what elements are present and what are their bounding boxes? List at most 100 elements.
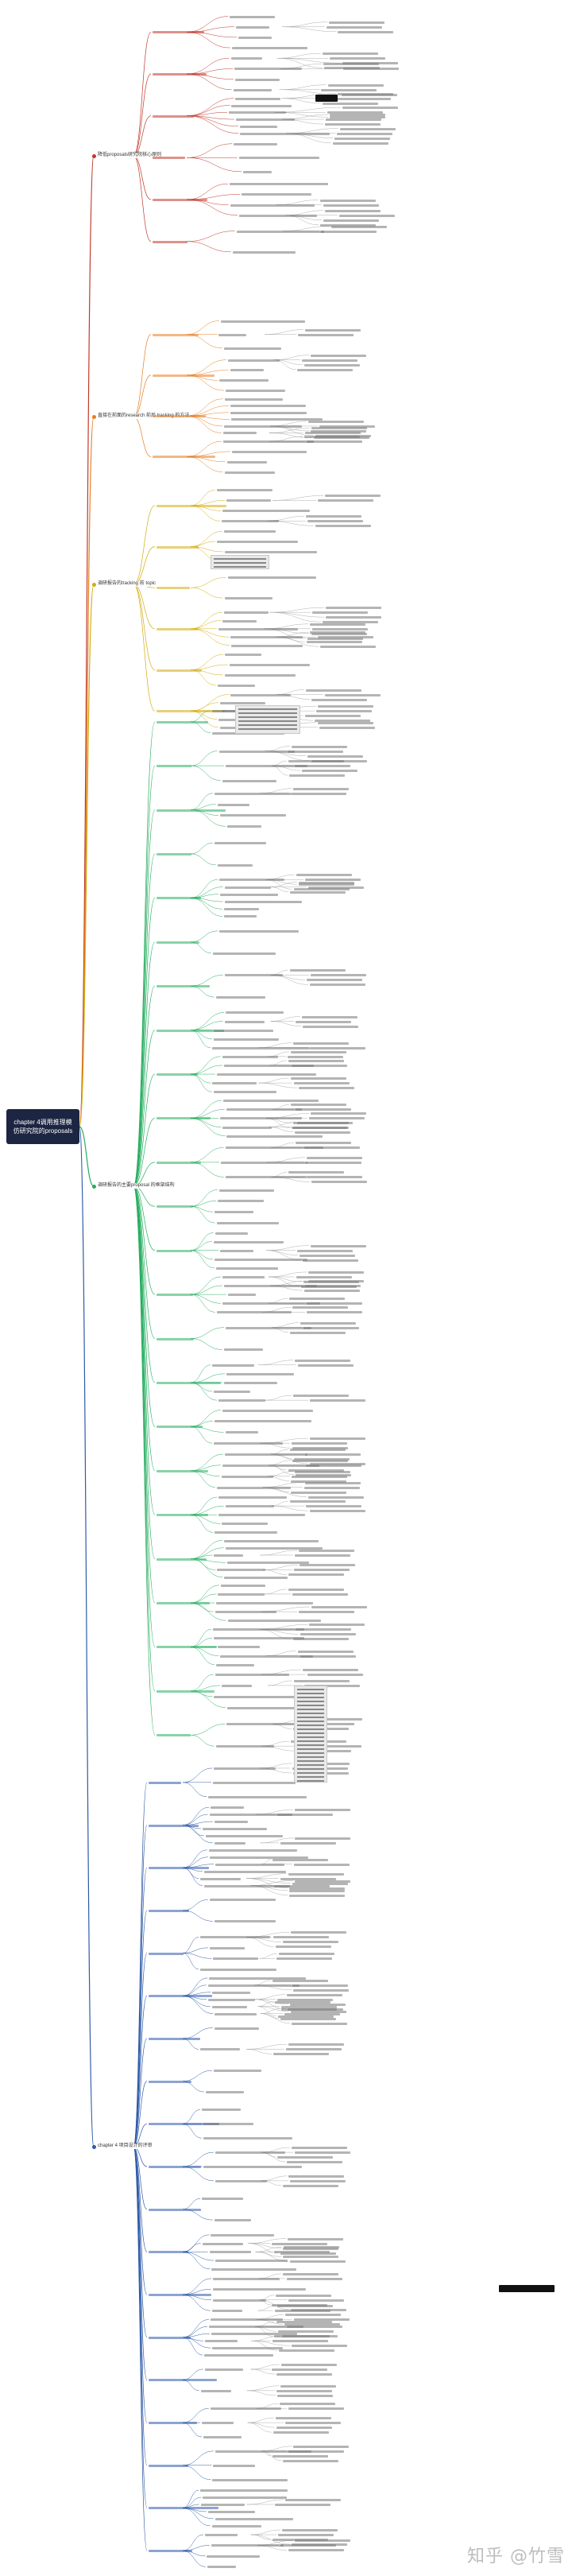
leaf-node[interactable] xyxy=(211,2233,275,2237)
subtopic-node[interactable] xyxy=(157,1161,201,1164)
leaf-node[interactable] xyxy=(285,2314,342,2317)
leaf-node[interactable] xyxy=(226,1011,284,1014)
leaf-node[interactable] xyxy=(203,2137,292,2140)
leaf-node[interactable] xyxy=(282,1941,338,1944)
leaf-node[interactable] xyxy=(203,2166,303,2168)
leaf-node[interactable] xyxy=(213,1038,279,1041)
leaf-node[interactable] xyxy=(214,1767,276,1770)
leaf-node[interactable] xyxy=(211,1806,244,1810)
subtopic-node[interactable] xyxy=(157,1602,211,1605)
leaf-node[interactable] xyxy=(231,104,292,107)
leaf-node[interactable] xyxy=(207,2566,237,2569)
leaf-node[interactable] xyxy=(291,1050,346,1053)
leaf-node[interactable] xyxy=(222,1055,279,1058)
leaf-node[interactable] xyxy=(277,2156,334,2159)
leaf-node[interactable] xyxy=(216,1602,313,1605)
leaf-node[interactable] xyxy=(308,420,365,423)
subtopic-node[interactable] xyxy=(149,1909,189,1912)
leaf-node[interactable] xyxy=(312,611,369,615)
leaf-node[interactable] xyxy=(273,2053,330,2056)
leaf-node[interactable] xyxy=(209,1946,245,1949)
leaf-node[interactable] xyxy=(276,2389,333,2392)
leaf-node[interactable] xyxy=(214,1821,248,1824)
subtopic-node[interactable] xyxy=(157,1469,209,1472)
leaf-node[interactable] xyxy=(203,2436,242,2438)
leaf-node[interactable] xyxy=(233,88,272,91)
leaf-node[interactable] xyxy=(214,2179,267,2182)
leaf-node[interactable] xyxy=(288,750,344,753)
leaf-node[interactable] xyxy=(203,2496,287,2500)
leaf-node[interactable] xyxy=(289,1894,346,1897)
subtopic-node[interactable] xyxy=(149,2166,201,2168)
leaf-node[interactable] xyxy=(307,1156,363,1159)
leaf-node[interactable] xyxy=(224,673,296,677)
leaf-node[interactable] xyxy=(305,689,361,692)
leaf-node[interactable] xyxy=(221,520,280,523)
leaf-node[interactable] xyxy=(214,2450,311,2453)
leaf-node[interactable] xyxy=(287,2326,343,2329)
leaf-node[interactable] xyxy=(289,2179,346,2182)
leaf-node[interactable] xyxy=(337,132,393,135)
leaf-node[interactable] xyxy=(200,2048,241,2051)
leaf-node[interactable] xyxy=(300,1321,357,1325)
leaf-node[interactable] xyxy=(288,1468,344,1472)
leaf-node[interactable] xyxy=(288,1171,345,1174)
leaf-node[interactable] xyxy=(296,1275,352,1278)
subtopic-node[interactable] xyxy=(153,73,207,76)
leaf-node[interactable] xyxy=(215,996,265,999)
leaf-node[interactable] xyxy=(224,1576,288,1579)
leaf-node[interactable] xyxy=(223,1348,264,1352)
subtopic-node[interactable] xyxy=(157,1029,225,1032)
leaf-node[interactable] xyxy=(214,1637,304,1640)
subtopic-node[interactable] xyxy=(149,2294,211,2297)
leaf-node[interactable] xyxy=(292,745,347,748)
leaf-node[interactable] xyxy=(306,979,362,982)
leaf-node[interactable] xyxy=(293,1679,350,1682)
leaf-node[interactable] xyxy=(311,427,367,430)
leaf-node[interactable] xyxy=(330,116,386,119)
leaf-node[interactable] xyxy=(214,1232,248,1235)
leaf-node[interactable] xyxy=(222,432,257,435)
leaf-node[interactable] xyxy=(302,1259,358,1262)
leaf-node[interactable] xyxy=(209,1899,276,1902)
leaf-node[interactable] xyxy=(299,1611,355,1614)
leaf-node[interactable] xyxy=(214,1442,284,1445)
leaf-node[interactable] xyxy=(216,1073,316,1077)
leaf-node[interactable] xyxy=(283,2459,339,2462)
leaf-node[interactable] xyxy=(330,225,387,228)
leaf-node[interactable] xyxy=(280,2384,336,2388)
subtopic-node[interactable] xyxy=(157,852,192,855)
leaf-node[interactable] xyxy=(293,2318,350,2322)
leaf-node[interactable] xyxy=(214,2012,257,2015)
leaf-node[interactable] xyxy=(219,879,284,882)
leaf-node[interactable] xyxy=(302,359,358,362)
leaf-node[interactable] xyxy=(308,1280,365,1283)
leaf-node[interactable] xyxy=(230,204,315,207)
leaf-node[interactable] xyxy=(212,2347,283,2350)
leaf-node[interactable] xyxy=(294,1880,350,1883)
leaf-node[interactable] xyxy=(311,632,367,635)
leaf-node[interactable] xyxy=(225,1176,307,1179)
subtopic-node[interactable] xyxy=(149,1995,213,1998)
leaf-node[interactable] xyxy=(280,2252,337,2255)
leaf-node[interactable] xyxy=(222,1464,319,1467)
leaf-node[interactable] xyxy=(342,107,398,110)
leaf-node[interactable] xyxy=(200,2504,245,2506)
leaf-node[interactable] xyxy=(304,1290,361,1293)
leaf-node[interactable] xyxy=(234,68,302,71)
leaf-node[interactable] xyxy=(311,1112,367,1115)
leaf-node[interactable] xyxy=(218,1646,260,1649)
leaf-node[interactable] xyxy=(212,2288,307,2291)
leaf-node[interactable] xyxy=(230,405,306,408)
leaf-node[interactable] xyxy=(310,623,366,626)
leaf-node[interactable] xyxy=(213,2070,261,2073)
leaf-node[interactable] xyxy=(337,92,393,95)
leaf-node[interactable] xyxy=(310,1244,366,1247)
leaf-node[interactable] xyxy=(292,1442,348,1445)
leaf-node[interactable] xyxy=(200,1877,241,1880)
leaf-node[interactable] xyxy=(296,1142,352,1145)
leaf-node[interactable] xyxy=(204,2534,238,2537)
leaf-node[interactable] xyxy=(229,183,328,186)
leaf-node[interactable] xyxy=(208,1998,255,2001)
subtopic-node[interactable] xyxy=(149,2208,201,2211)
